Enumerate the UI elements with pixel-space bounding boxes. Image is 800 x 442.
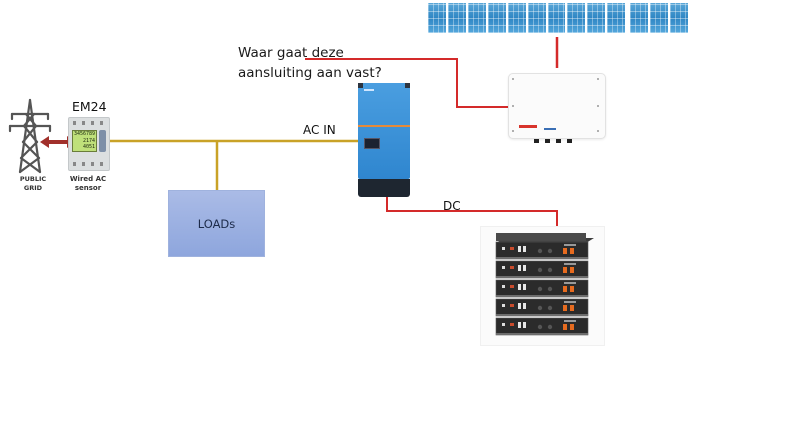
inverter-charger-icon bbox=[358, 83, 410, 197]
wired-ac-sensor-label: Wired AC sensor bbox=[68, 175, 108, 193]
solar-panel bbox=[447, 3, 466, 33]
meter-bottom-terminals bbox=[73, 162, 105, 166]
dc-label: DC bbox=[443, 199, 461, 213]
solar-panel bbox=[547, 3, 566, 33]
inverter-corner bbox=[358, 83, 363, 88]
public-grid-label-line2: GRID bbox=[23, 184, 43, 192]
battery-module bbox=[495, 241, 589, 260]
hd-wave-logo bbox=[544, 124, 556, 130]
battery-module bbox=[495, 317, 589, 336]
pv-inverter-connectors bbox=[534, 139, 578, 143]
solar-panel bbox=[567, 3, 586, 33]
screw bbox=[512, 130, 514, 132]
pv-inverter-body bbox=[508, 73, 606, 139]
meter-top-terminals bbox=[73, 121, 105, 125]
victron-logo bbox=[364, 89, 374, 91]
solar-panel bbox=[587, 3, 606, 33]
question-text: Waar gaat deze aansluiting aan vast? bbox=[238, 43, 382, 83]
solar-panel bbox=[527, 3, 546, 33]
meter-display-line1: 3456789 bbox=[74, 131, 96, 137]
solar-panel bbox=[630, 3, 649, 33]
question-line1: Waar gaat deze bbox=[238, 45, 344, 61]
screw bbox=[597, 105, 599, 107]
solar-panel bbox=[428, 3, 446, 33]
battery-module bbox=[495, 260, 589, 279]
energy-meter-icon: 3456789 2174 4051 bbox=[68, 117, 110, 171]
battery-module bbox=[495, 298, 589, 317]
meter-display: 3456789 2174 4051 bbox=[72, 130, 97, 152]
meter-display-line2: 2174 bbox=[82, 137, 95, 144]
battery-modules bbox=[495, 241, 589, 336]
battery-module bbox=[495, 279, 589, 298]
sensor-label-line1: Wired AC bbox=[69, 175, 107, 183]
solar-panel bbox=[487, 3, 506, 33]
inverter-corner bbox=[405, 83, 410, 88]
solar-panel-icon bbox=[428, 3, 688, 33]
screw bbox=[512, 78, 514, 80]
solaredge-logo bbox=[519, 125, 537, 128]
solar-panel bbox=[607, 3, 626, 33]
public-grid-label: PUBLIC GRID bbox=[16, 175, 50, 193]
meter-knob bbox=[99, 130, 106, 152]
sensor-label-line2: sensor bbox=[74, 184, 102, 192]
solar-panel bbox=[467, 3, 486, 33]
ac-in-label: AC IN bbox=[303, 123, 336, 137]
solar-panel bbox=[507, 3, 526, 33]
inverter-base bbox=[358, 179, 410, 197]
battery-rack-icon bbox=[495, 233, 594, 336]
screw bbox=[512, 105, 514, 107]
loads-label: LOADs bbox=[197, 216, 236, 231]
solar-panel bbox=[650, 3, 669, 33]
solar-panel bbox=[670, 3, 688, 33]
public-grid-label-line1: PUBLIC bbox=[19, 175, 47, 183]
screw bbox=[597, 130, 599, 132]
em24-label: EM24 bbox=[72, 99, 107, 114]
pv-inverter-icon bbox=[508, 73, 606, 143]
meter-display-line3: 4051 bbox=[82, 144, 95, 150]
loads-box: LOADs bbox=[168, 190, 265, 257]
power-pylon-icon bbox=[8, 98, 52, 174]
inverter-body bbox=[358, 83, 410, 179]
inverter-orange-stripe bbox=[358, 125, 410, 127]
inverter-switch-panel bbox=[364, 138, 380, 149]
screw bbox=[597, 78, 599, 80]
question-line2: aansluiting aan vast? bbox=[238, 65, 382, 81]
